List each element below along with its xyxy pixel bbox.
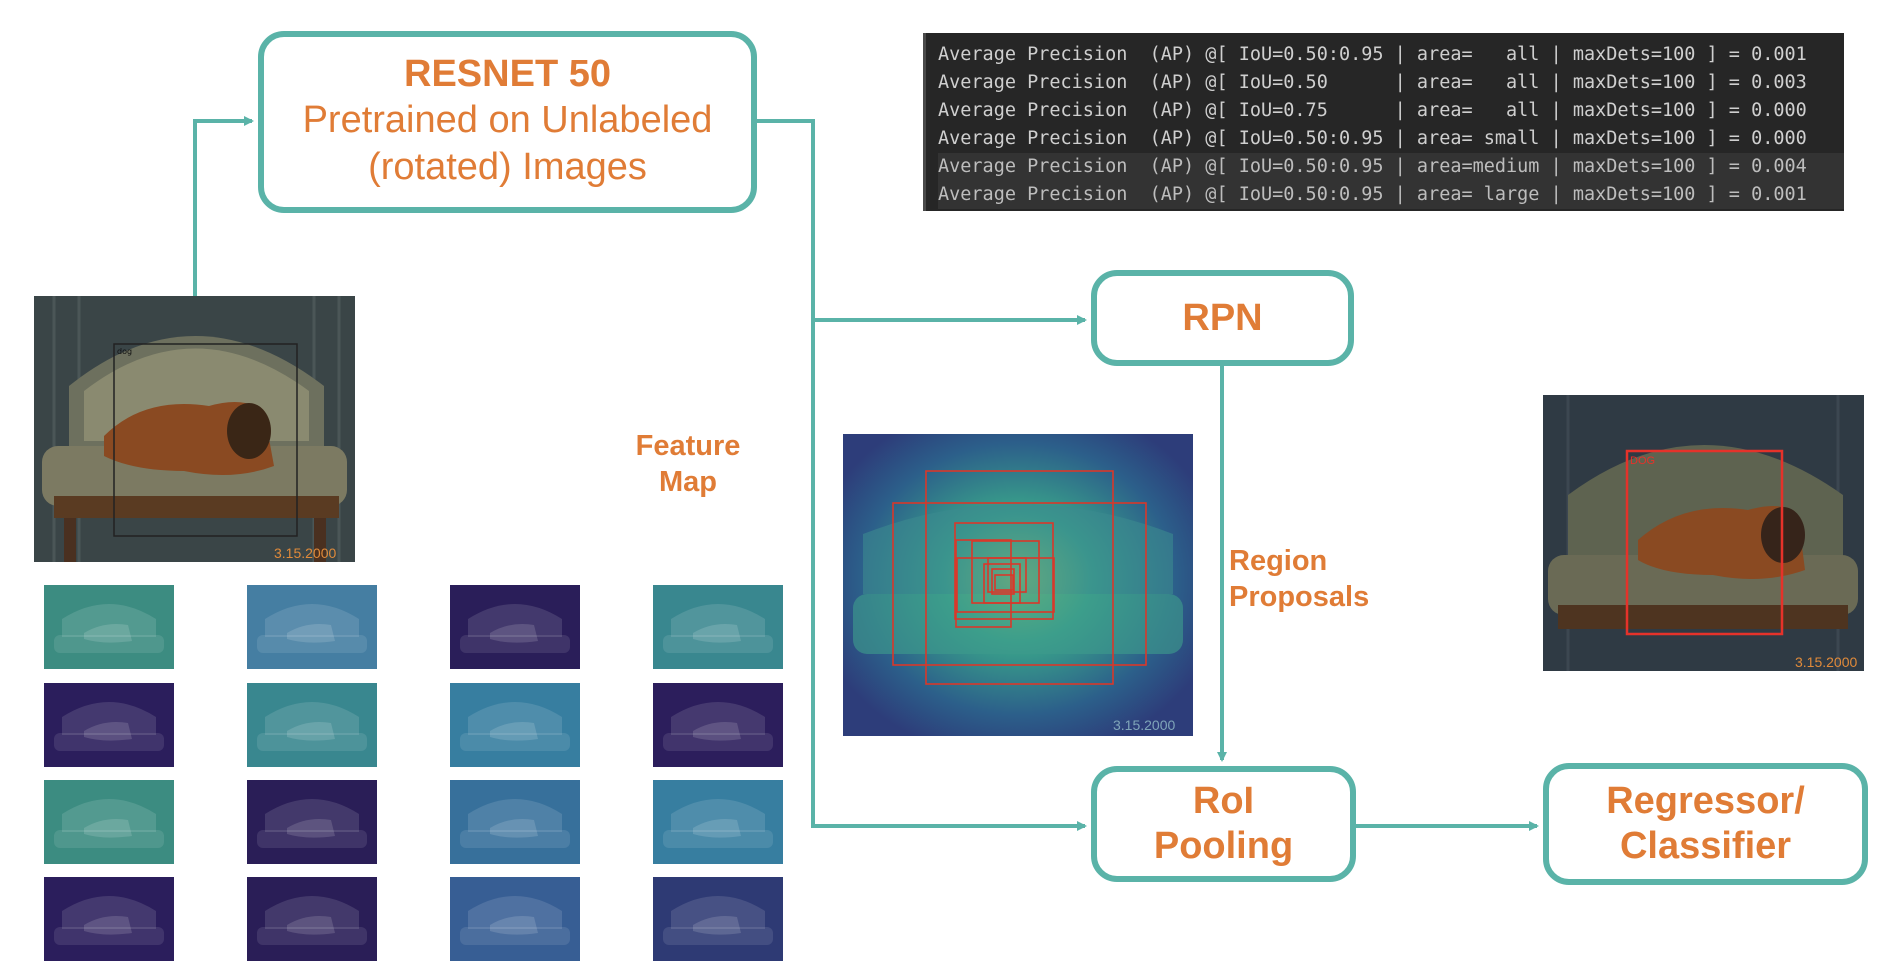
feature-map-thumbnail [450, 585, 580, 669]
feature-map-thumbnail [653, 780, 783, 864]
regressor-line1: Regressor/ [1606, 780, 1805, 823]
input-box-tag: dog [117, 347, 132, 356]
feature-map-thumbnail [247, 683, 377, 767]
region-proposals-label: Region Proposals [1229, 545, 1370, 614]
metric-line: Average Precision (AP) @[ IoU=0.75 | are… [938, 100, 1807, 121]
rpn-title: RPN [1182, 296, 1263, 339]
feature-map-thumbnail [44, 877, 174, 961]
arrow-resnet-to-roi [811, 320, 1087, 831]
metric-line: Average Precision (AP) @[ IoU=0.50:0.95 … [938, 181, 1844, 209]
resnet-box: RESNET 50 Pretrained on Unlabeled (rotat… [258, 31, 757, 213]
feature-map-thumbnail [247, 585, 377, 669]
regressor-classifier-box: Regressor/ Classifier [1543, 763, 1868, 885]
feature-map-thumbnail [450, 780, 580, 864]
feature-map-thumbnail [44, 683, 174, 767]
feature-map-thumbnail [44, 780, 174, 864]
metric-line: Average Precision (AP) @[ IoU=0.50:0.95 … [938, 44, 1807, 65]
arrow-input-to-resnet [193, 116, 254, 296]
feature-map-thumbnail [450, 877, 580, 961]
input-date-stamp: 3.15.2000 [274, 545, 336, 561]
feature-map-thumbnail [653, 683, 783, 767]
output-detection-image: DOG 3.15.2000 [1543, 395, 1864, 671]
feature-map-thumbnail [653, 585, 783, 669]
resnet-title: RESNET 50 [404, 53, 611, 96]
rpn-box: RPN [1091, 270, 1354, 366]
roi-line1: RoI [1192, 780, 1255, 823]
metric-line: Average Precision (AP) @[ IoU=0.50:0.95 … [938, 128, 1807, 149]
output-date-stamp: 3.15.2000 [1795, 654, 1857, 670]
evaluation-metrics-terminal: Average Precision (AP) @[ IoU=0.50:0.95 … [923, 33, 1844, 211]
feature-map-thumbnail [247, 780, 377, 864]
metric-line: Average Precision (AP) @[ IoU=0.50 | are… [938, 72, 1807, 93]
feature-map-thumbnail [450, 683, 580, 767]
feature-map-label: Feature Map [635, 430, 741, 499]
feature-map-thumbnail [44, 585, 174, 669]
roi-pooling-box: RoI Pooling [1091, 766, 1356, 882]
arrow-resnet-to-rpn [757, 119, 1087, 325]
resnet-line2: (rotated) Images [368, 146, 647, 189]
roi-line2: Pooling [1153, 825, 1294, 867]
output-dog-label: DOG [1630, 455, 1655, 467]
regressor-line2: Classifier [1619, 825, 1792, 867]
rpn-date-stamp: 3.15.2000 [1113, 717, 1175, 733]
feature-map-thumbnail [653, 877, 783, 961]
feature-map-thumbnail [247, 877, 377, 961]
metric-line: Average Precision (AP) @[ IoU=0.50:0.95 … [938, 153, 1844, 181]
input-dog-image: dog 3.15.2000 [34, 296, 355, 562]
resnet-line1: Pretrained on Unlabeled [302, 98, 713, 141]
rpn-proposals-image: 3.15.2000 [843, 434, 1193, 736]
